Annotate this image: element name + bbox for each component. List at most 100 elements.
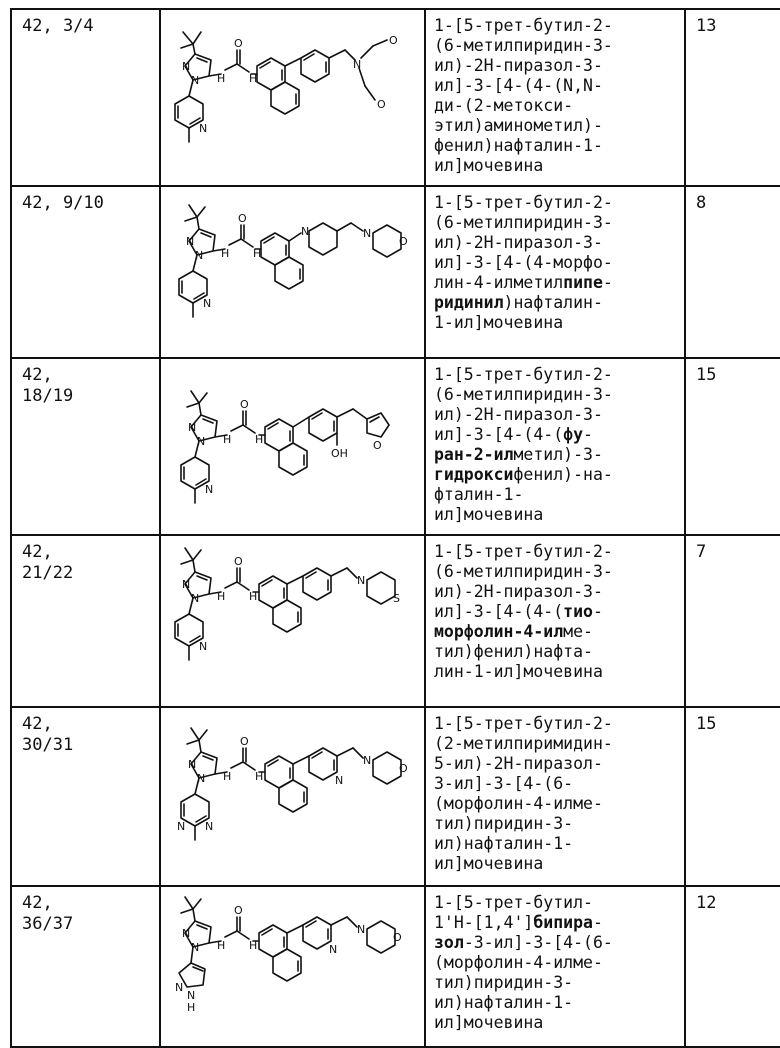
name-line: 1-[5-трет-бутил-2- — [434, 365, 613, 384]
name-line: 5-ил)-2Н-пиразол- — [434, 754, 603, 773]
example-number: 36/37 — [22, 914, 74, 934]
name-line: этил)аминометил)- — [434, 116, 603, 135]
value-text: 7 — [696, 542, 707, 562]
atom-label: H — [255, 433, 263, 446]
atom-label: N — [357, 923, 365, 936]
compound-name-cell: 1-[5-трет-бутил-2- (6-метилпиридин-3- ил… — [424, 357, 686, 536]
name-line: ил)-2Н-пиразол-3- — [434, 405, 603, 424]
name-line: ил]мочевина — [434, 1013, 544, 1032]
atom-label: N — [188, 758, 196, 771]
name-line: 3-ил]-3-[4-(6- — [434, 774, 574, 793]
atom-label: O — [389, 34, 398, 47]
name-line: ил]мочевина — [434, 156, 544, 175]
name-line: ран-2-илметил)-3- — [434, 445, 603, 464]
compound-name-cell: 1-[5-трет-бутил-2- (6-метилпиридин-3- ил… — [424, 534, 686, 708]
name-line: зол-3-ил]-3-[4-(6- — [434, 933, 613, 952]
name-line: тил)фенил)нафта- — [434, 642, 593, 661]
atom-label: O — [393, 931, 402, 944]
structure-cell: N N O H H N N H — [159, 885, 426, 1048]
value-cell: 7 — [684, 534, 780, 708]
table-row: 42, 36/37 N N O H H N — [10, 885, 780, 1048]
example-number: 42, 3/4 — [22, 16, 94, 36]
atom-label: N — [182, 578, 190, 591]
name-line: (морфолин-4-илме- — [434, 794, 603, 813]
atom-label: O — [240, 398, 249, 411]
name-line: ил)-2Н-пиразол-3- — [434, 582, 603, 601]
table-row: 42, 18/19 N N O H H N — [10, 357, 780, 536]
atom-label: OH — [331, 447, 348, 460]
atom-label: N — [197, 772, 205, 785]
name-line: 1-[5-трет-бутил-2- — [434, 193, 613, 212]
example-cell: 42, 36/37 — [10, 885, 161, 1048]
name-line: 1-ил]мочевина — [434, 313, 564, 332]
atom-label: H — [249, 939, 257, 952]
example-cell: 42, 9/10 — [10, 185, 161, 359]
atom-label: H — [187, 1001, 195, 1014]
atom-label: O — [240, 735, 249, 748]
example-number: 42, — [22, 893, 53, 913]
value-text: 13 — [696, 16, 717, 36]
name-line: лин-1-ил]мочевина — [434, 662, 603, 681]
atom-label: N — [199, 122, 207, 135]
name-line: ридинил)нафталин- — [434, 293, 603, 312]
compound-table: 42, 3/4 N N O H H — [10, 8, 780, 1048]
atom-label: H — [253, 247, 261, 260]
structure-cell: N N O H H N N — [159, 185, 426, 359]
name-line: ил)нафталин-1- — [434, 993, 574, 1012]
compound-name-cell: 1-[5-трет-бутил- 1'Н-[1,4']бипира- зол-3… — [424, 885, 686, 1048]
atom-label: H — [221, 247, 229, 260]
value-text: 15 — [696, 714, 717, 734]
compound-table-body: 42, 3/4 N N O H H — [10, 8, 780, 1048]
table-row: 42, 30/31 N N O H H N — [10, 706, 780, 887]
structure-image: N N O H H N — [174, 31, 398, 143]
name-line: (морфолин-4-илме- — [434, 953, 603, 972]
atom-label: N — [301, 225, 309, 238]
name-line: фталин-1- — [434, 485, 524, 504]
atom-label: H — [223, 770, 231, 783]
name-line: ил]-3-[4-(4-(тио- — [434, 602, 603, 621]
example-number: 42, — [22, 714, 53, 734]
atom-label: O — [373, 439, 382, 452]
atom-label: N — [203, 297, 211, 310]
structure-cell: N N O H H N N — [159, 706, 426, 887]
atom-label: N — [177, 820, 185, 833]
example-number: 18/19 — [22, 386, 74, 406]
atom-label: N — [188, 421, 196, 434]
example-cell: 42, 30/31 — [10, 706, 161, 887]
value-text: 12 — [696, 893, 717, 913]
atom-label: H — [223, 433, 231, 446]
atom-label: O — [377, 98, 386, 111]
atom-label: N — [175, 981, 183, 994]
name-line: 1-[5-трет-бутил-2- — [434, 16, 613, 35]
name-line: 1'Н-[1,4']бипира- — [434, 913, 603, 932]
name-line: ди-(2-метокси- — [434, 96, 574, 115]
example-number: 42, — [22, 542, 53, 562]
name-line: ил]мочевина — [434, 854, 544, 873]
example-number: 42, — [22, 365, 53, 385]
atom-label: H — [249, 72, 257, 85]
value-cell: 13 — [684, 8, 780, 187]
name-line: тил)пиридин-3- — [434, 814, 574, 833]
name-line: (2-метилпиримидин- — [434, 734, 613, 753]
name-line: лин-4-илметилпипе- — [434, 273, 613, 292]
name-line: морфолин-4-илме- — [434, 622, 593, 641]
atom-label: N — [187, 989, 195, 1002]
document-page: 42, 3/4 N N O H H — [10, 8, 780, 1048]
atom-label: N — [363, 227, 371, 240]
value-text: 8 — [696, 193, 707, 213]
value-cell: 12 — [684, 885, 780, 1048]
name-line: ил]-3-[4-(4-морфо- — [434, 253, 613, 272]
atom-label: O — [234, 37, 243, 50]
name-line: ил)-2Н-пиразол-3- — [434, 233, 603, 252]
name-line: ил]-3-[4-(4-(N,N- — [434, 76, 603, 95]
atom-label: N — [199, 640, 207, 653]
value-text: 15 — [696, 365, 717, 385]
name-line: тил)пиридин-3- — [434, 973, 574, 992]
name-line: ил]-3-[4-(4-(фу- — [434, 425, 593, 444]
atom-label: N — [205, 820, 213, 833]
structure-image: N N O H H N N H — [175, 896, 402, 1014]
structure-image: N N O H H N N — [177, 727, 408, 841]
atom-label: N — [329, 943, 337, 956]
atom-label: N — [182, 927, 190, 940]
atom-label: N — [335, 774, 343, 787]
